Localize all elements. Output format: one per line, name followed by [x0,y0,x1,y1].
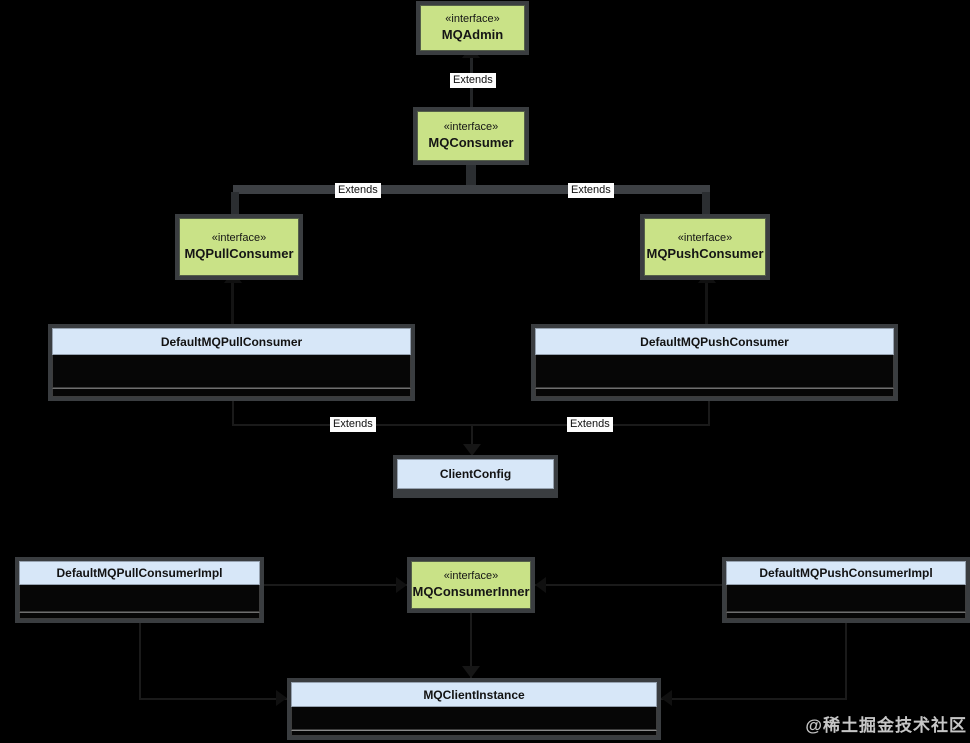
edge-label-extends: Extends [450,73,496,88]
stereotype-label: «interface» [677,232,733,244]
class-name: MQPushConsumer [646,245,764,261]
stereotype-label: «interface» [443,570,499,582]
connector-line [233,185,710,194]
association-arrow-icon [276,690,287,706]
realization-arrow-icon [535,577,546,593]
methods-compartment [19,612,260,619]
attributes-compartment [291,707,657,730]
node-mqpullconsumer: «interface» MQPullConsumer [175,214,303,280]
connector-line [139,623,141,700]
class-name: DefaultMQPushConsumerImpl [726,561,966,585]
realization-arrow-icon [396,577,407,593]
edge-label-extends: Extends [567,417,613,432]
edge-label-extends: Extends [335,183,381,198]
node-mqconsumer: «interface» MQConsumer [413,107,529,165]
connector-line [661,698,847,700]
connector-line [466,163,476,188]
node-mqclientinstance: MQClientInstance [287,678,661,740]
attributes-compartment [535,355,894,388]
class-name: DefaultMQPullConsumer [52,328,411,355]
association-arrow-icon [661,690,672,706]
node-defaultmqpushconsumer: DefaultMQPushConsumer [531,324,898,401]
node-clientconfig: ClientConfig [393,455,558,498]
attributes-compartment [52,355,411,388]
connector-line [232,400,234,426]
class-name: MQConsumerInner [412,583,530,599]
node-defaultmqpullconsumerimpl: DefaultMQPullConsumerImpl [15,557,264,623]
class-name: MQAdmin [441,26,504,42]
methods-compartment [291,730,657,736]
attributes-compartment [19,585,260,612]
class-name: DefaultMQPullConsumerImpl [19,561,260,585]
node-defaultmqpullconsumer: DefaultMQPullConsumer [48,324,415,401]
stereotype-label: «interface» [443,121,499,133]
node-mqpushconsumer: «interface» MQPushConsumer [640,214,770,280]
class-name: DefaultMQPushConsumer [535,328,894,355]
watermark-text: @稀土掘金技术社区 [805,716,967,735]
edge-label-extends: Extends [568,183,614,198]
class-name: MQClientInstance [291,682,657,707]
connector-line [139,698,287,700]
node-defaultmqpushconsumerimpl: DefaultMQPushConsumerImpl [722,557,970,623]
connector-line [231,192,239,215]
connector-line [705,283,708,325]
connector-line [845,623,847,700]
stereotype-label: «interface» [211,232,267,244]
methods-compartment [535,388,894,397]
connector-line [535,584,722,586]
node-mqadmin: «interface» MQAdmin [416,1,529,55]
edge-label-extends: Extends [330,417,376,432]
connector-line [470,613,472,678]
association-arrow-icon [462,666,480,678]
stereotype-label: «interface» [445,13,500,25]
methods-compartment [52,388,411,397]
generalization-arrow-icon [463,444,481,456]
connector-line [471,424,473,446]
class-name: MQConsumer [428,134,514,150]
node-mqconsumerinner: «interface» MQConsumerInner [407,557,535,613]
attributes-compartment [726,585,966,612]
connector-line [231,283,234,325]
methods-compartment [726,612,966,619]
connector-line [708,400,710,426]
connector-line [263,584,407,586]
connector-line [702,192,710,215]
class-name: MQPullConsumer [184,245,294,261]
class-name: ClientConfig [397,459,554,489]
